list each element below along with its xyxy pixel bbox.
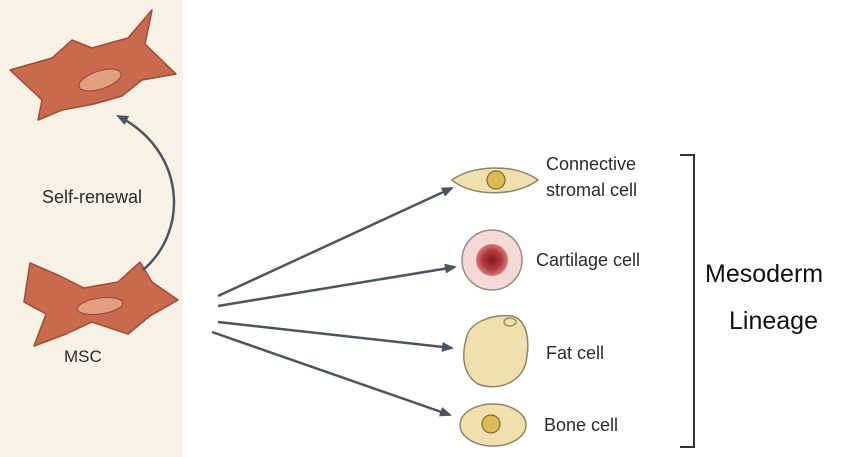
bone-cell-label: Bone cell — [544, 415, 618, 435]
mesoderm-lineage-label-line1: Mesoderm — [705, 260, 823, 288]
connective-stromal-cell-shape — [452, 168, 538, 193]
connective-stromal-cell-label-line1: Connective — [546, 154, 636, 174]
bone-cell-shape — [460, 404, 526, 446]
arrow-to-cartilage-cell — [218, 267, 455, 306]
msc-label: MSC — [64, 347, 102, 366]
fat-cell-label: Fat cell — [546, 343, 604, 363]
cartilage-cell-label: Cartilage cell — [536, 250, 640, 270]
cartilage-cell-shape — [462, 230, 522, 290]
self-renewal-label: Self-renewal — [42, 187, 142, 207]
connective-stromal-cell-label-line2: stromal cell — [546, 180, 637, 200]
arrow-to-fat-cell — [218, 322, 452, 348]
fat-cell-shape — [464, 316, 528, 387]
arrow-to-connective-stromal-cell — [218, 188, 452, 296]
lineage-bracket — [680, 155, 694, 447]
mesoderm-lineage-label-line2: Lineage — [729, 307, 818, 335]
